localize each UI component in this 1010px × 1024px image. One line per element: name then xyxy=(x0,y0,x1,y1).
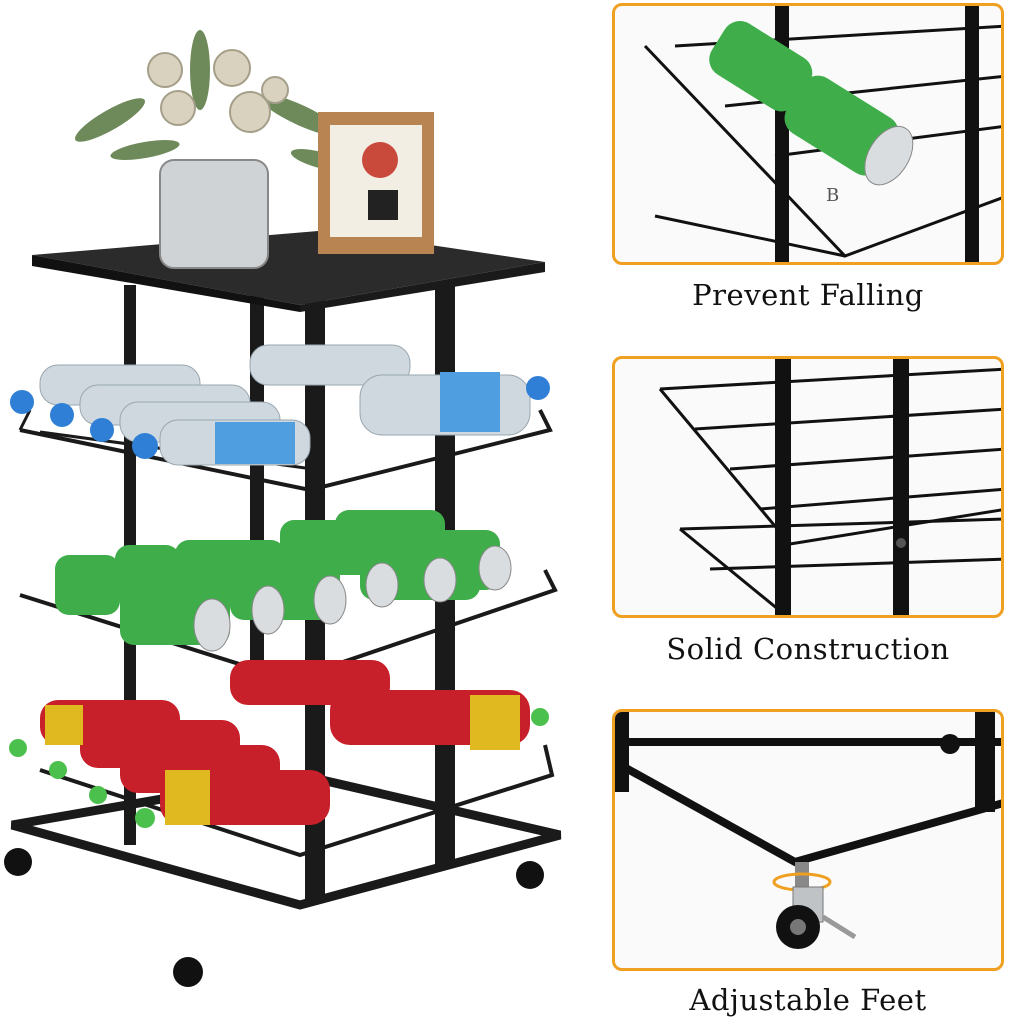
solid-construction-image xyxy=(658,359,1001,615)
caption-prevent-falling: Prevent Falling xyxy=(692,278,924,312)
shelf-juice-bottles xyxy=(9,660,555,858)
caster-wheel-closeup xyxy=(772,862,857,949)
prevent-falling-image: B xyxy=(643,6,1001,262)
main-product-photo xyxy=(4,30,562,987)
detail-panel-prevent-falling: B xyxy=(612,3,1004,265)
can-mark: B xyxy=(826,185,839,206)
detail-panel-adjustable-feet xyxy=(612,709,1004,971)
detail-panel-solid-construction xyxy=(612,356,1004,618)
caption-adjustable-feet: Adjustable Feet xyxy=(689,983,927,1017)
shelf-green-cans xyxy=(19,510,558,683)
cart-illustration xyxy=(4,30,562,987)
adjustable-feet-image xyxy=(615,712,1001,949)
picture-frame xyxy=(318,112,434,254)
shelf-water-bottles xyxy=(10,344,553,493)
tabletop xyxy=(32,230,545,305)
caster-wheels xyxy=(4,848,544,987)
caption-solid-construction: Solid Construction xyxy=(666,632,950,666)
